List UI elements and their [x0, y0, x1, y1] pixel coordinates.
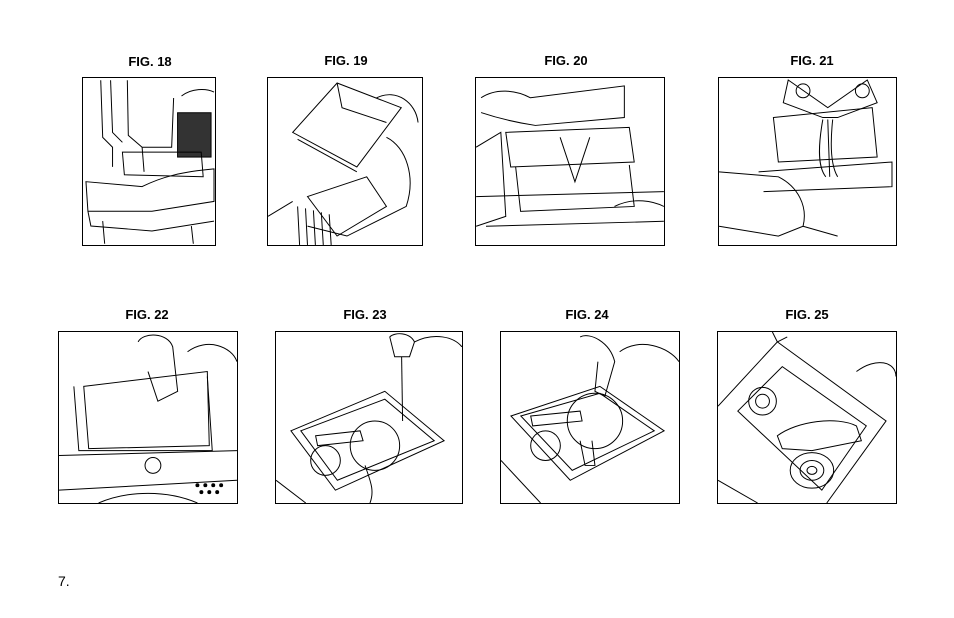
- brewing-unit-cleaning-illustration: [718, 332, 896, 503]
- fig-24-frame: [500, 331, 680, 504]
- lid-insertion-illustration: [476, 85, 664, 227]
- fig-25-label: FIG. 25: [785, 307, 829, 322]
- fig-18-label: FIG. 18: [128, 54, 172, 69]
- fig-21-label: FIG. 21: [790, 53, 834, 68]
- page-number: 7.: [58, 573, 70, 589]
- fig-21-frame: [718, 77, 897, 246]
- fig-23-frame: [275, 331, 463, 504]
- screwdriver-illustration: [276, 333, 462, 503]
- fig-20-label: FIG. 20: [544, 53, 588, 68]
- hopper-removal-illustration: [85, 80, 215, 244]
- fig-23-label: FIG. 23: [343, 307, 387, 322]
- fig-25-frame: [717, 331, 897, 504]
- bean-pouring-illustration: [268, 82, 419, 245]
- water-tank-illustration: [719, 79, 893, 237]
- fig-20-frame: [475, 77, 665, 246]
- fig-24-label: FIG. 24: [565, 307, 609, 322]
- fig-19-frame: [267, 77, 423, 246]
- plate-removal-illustration: [501, 335, 679, 503]
- fig-19-label: FIG. 19: [324, 53, 368, 68]
- fig-18-frame: [82, 77, 216, 246]
- fig-22-frame: [58, 331, 238, 504]
- fig-22-label: FIG. 22: [125, 307, 169, 322]
- filter-handling-illustration: [59, 334, 237, 503]
